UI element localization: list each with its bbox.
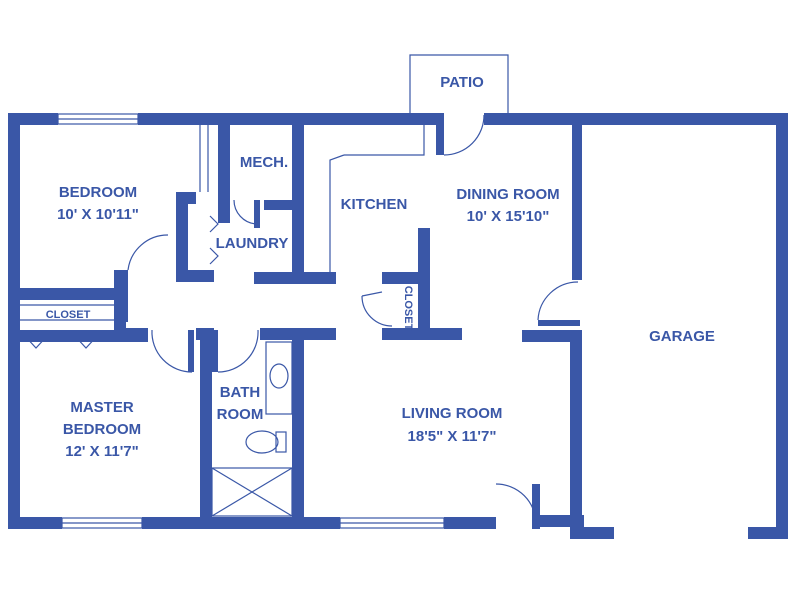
- laundry-label: LAUNDRY: [216, 235, 289, 252]
- master-bedroom-size: 12' X 11'7": [65, 443, 138, 460]
- living-room-size: 18'5" X 11'7": [408, 428, 497, 445]
- mech-label: MECH.: [240, 154, 288, 171]
- bedroom-label: BEDROOM: [59, 184, 137, 201]
- bathroom-label-line2: ROOM: [217, 406, 264, 423]
- fixtures: [20, 54, 579, 529]
- dining-room-label: DINING ROOM: [456, 186, 559, 203]
- left-closet-label: CLOSET: [46, 309, 91, 321]
- center-closet-label: CLOSET: [402, 286, 414, 331]
- room-labels: PATIO MECH. BEDROOM 10' X 10'11" KITCHEN…: [46, 74, 715, 460]
- living-room-label: LIVING ROOM: [402, 405, 503, 422]
- master-bedroom-label-line2: BEDROOM: [63, 421, 141, 438]
- walls: [8, 113, 788, 539]
- patio-label: PATIO: [440, 74, 484, 91]
- bathroom-label-line1: BATH: [220, 384, 261, 401]
- master-bedroom-label-line1: MASTER: [70, 399, 134, 416]
- garage-label: GARAGE: [649, 328, 715, 345]
- kitchen-label: KITCHEN: [341, 196, 408, 213]
- bedroom-size: 10' X 10'11": [57, 206, 139, 223]
- dining-room-size: 10' X 15'10": [467, 208, 550, 225]
